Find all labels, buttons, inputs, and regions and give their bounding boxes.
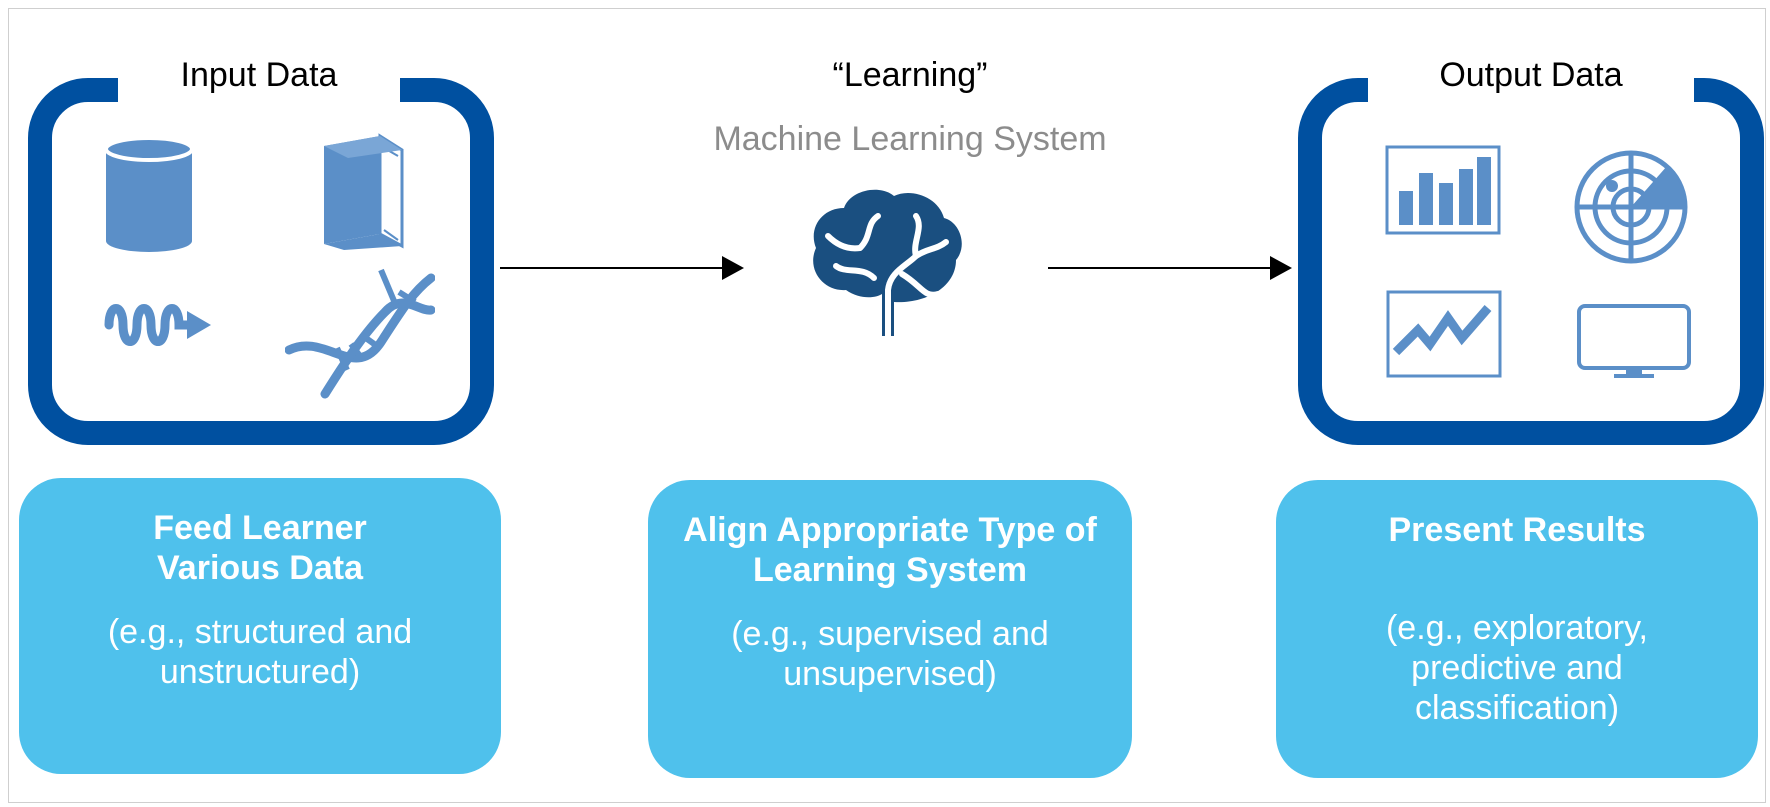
bar-chart-icon bbox=[1385, 145, 1501, 235]
brain-icon bbox=[813, 189, 962, 339]
arrow-learning-to-output bbox=[1048, 256, 1292, 280]
output-data-title: Output Data bbox=[1439, 56, 1623, 94]
step-detail: (e.g., exploratory, predictive and class… bbox=[1385, 609, 1649, 727]
step-heading: Align Appropriate Type of Learning Syste… bbox=[683, 511, 1097, 589]
dna-icon bbox=[285, 268, 435, 399]
step-detail: (e.g., supervised and unsupervised) bbox=[731, 615, 1049, 693]
step-box-feed-learner: Feed Learner Various Data (e.g., structu… bbox=[19, 478, 501, 774]
step-box-align-learning-system: Align Appropriate Type of Learning Syste… bbox=[648, 480, 1132, 778]
book-icon bbox=[324, 133, 404, 250]
line-chart-icon bbox=[1386, 290, 1502, 378]
step-detail: (e.g., structured and unstructured) bbox=[107, 613, 413, 691]
step-heading: Present Results bbox=[1388, 511, 1646, 549]
machine-learning-system-label: Machine Learning System bbox=[713, 120, 1107, 158]
diagram-frame bbox=[8, 8, 1766, 803]
signal-wave-icon bbox=[104, 304, 211, 346]
output-data-frame bbox=[1298, 78, 1764, 445]
monitor-icon bbox=[1577, 304, 1691, 378]
arrow-input-to-learning bbox=[500, 256, 744, 280]
radar-icon bbox=[1574, 150, 1688, 264]
database-icon bbox=[104, 136, 194, 252]
learning-title: “Learning” bbox=[832, 56, 988, 94]
step-box-present-results: Present Results (e.g., exploratory, pred… bbox=[1276, 480, 1758, 778]
input-data-frame bbox=[28, 78, 494, 445]
input-data-title: Input Data bbox=[180, 56, 338, 94]
step-heading: Feed Learner Various Data bbox=[153, 509, 367, 587]
